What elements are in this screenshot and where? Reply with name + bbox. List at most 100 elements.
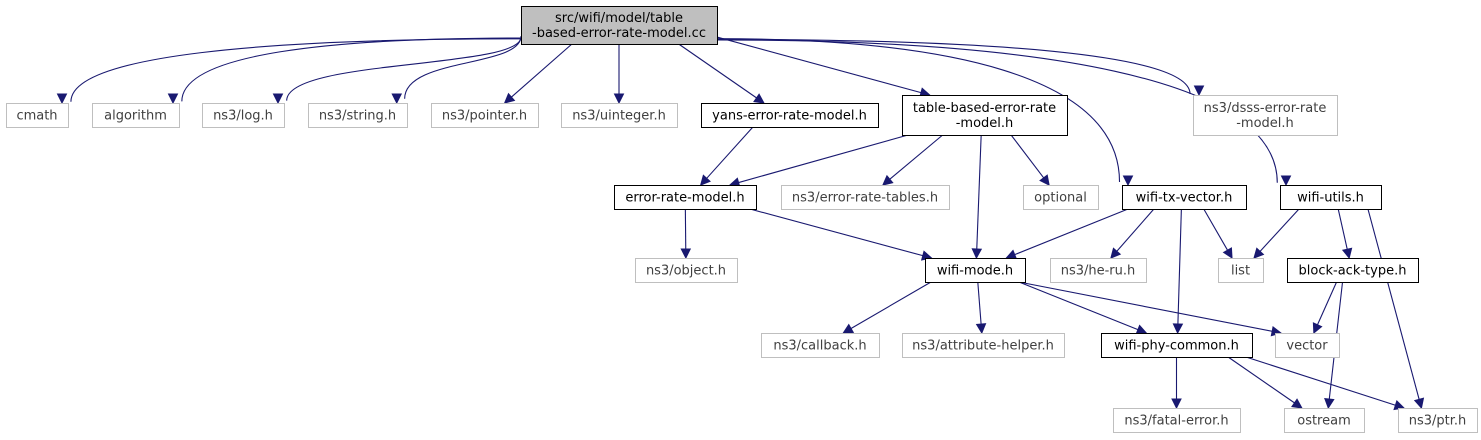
node-block-ack-type-h[interactable]: block-ack-type.h [1287, 258, 1419, 283]
node-label: -model.h [1236, 116, 1294, 131]
edge-root-to-utils [716, 39, 1278, 183]
node-ns3-pointer-h: ns3/pointer.h [431, 103, 539, 128]
node-label: ns3/uinteger.h [572, 109, 666, 124]
node-error-rate-model-h[interactable]: error-rate-model.h [614, 185, 757, 210]
node-box [1218, 258, 1264, 283]
node-label: wifi-utils.h [1297, 191, 1364, 206]
arrowhead [1312, 322, 1323, 335]
edge-root-to-pointer [511, 43, 573, 98]
node-box [1023, 185, 1099, 210]
node-label: ns3/object.h [646, 264, 726, 279]
edge-root-to-tbl [716, 36, 922, 94]
arrowhead [1039, 174, 1050, 186]
node-label: -based-error-rate-model.cc [532, 26, 706, 41]
node-label: ns3/he-ru.h [1061, 264, 1136, 279]
node-label: ns3/callback.h [773, 339, 866, 354]
node-box [1280, 185, 1382, 210]
edge-phy-to-ptr [1245, 356, 1396, 406]
node-label: table-based-error-rate [913, 101, 1056, 116]
node-box [308, 103, 408, 128]
arrowhead [391, 93, 403, 105]
node-ostream: ostream [1284, 408, 1365, 433]
node-wifi-tx-vector-h[interactable]: wifi-tx-vector.h [1122, 185, 1247, 210]
edge-root-to-algorithm [181, 37, 522, 102]
edge-mode-to-vector [1018, 281, 1273, 332]
arrowhead [699, 174, 711, 186]
arrowhead [1222, 247, 1233, 259]
node-list: list [1218, 258, 1264, 283]
node-table-based-error-rate-model-h[interactable]: table-based-error-rate-model.h [902, 95, 1068, 136]
arrowhead [503, 92, 516, 104]
arrowhead [1005, 249, 1018, 260]
edge-tbl-to-mode [976, 134, 982, 250]
node-src-wifi-model-table-based-error-rate-model-cc[interactable]: src/wifi/model/table-based-error-rate-mo… [521, 6, 718, 45]
node-ns3-uinteger-h: ns3/uinteger.h [561, 103, 678, 128]
node-ns3-callback-h: ns3/callback.h [761, 333, 880, 358]
node-box [92, 103, 180, 128]
node-box [6, 103, 69, 128]
arrowhead [1253, 247, 1265, 259]
node-ns3-log-h: ns3/log.h [202, 103, 285, 128]
edge-tbl-to-optional [1010, 134, 1045, 179]
edge-utils-to-block [1337, 208, 1348, 250]
edge-root-to-cmath [70, 38, 522, 102]
node-label: wifi-mode.h [937, 264, 1013, 279]
arrowhead [1135, 324, 1148, 335]
node-label: -model.h [956, 116, 1014, 131]
node-box [781, 185, 950, 210]
node-box [202, 103, 285, 128]
node-label: ns3/attribute-helper.h [912, 339, 1054, 354]
node-box [1193, 95, 1338, 136]
node-ns3-string-h: ns3/string.h [308, 103, 408, 128]
node-label: cmath [16, 109, 57, 124]
edge-root-to-log [286, 37, 522, 101]
node-box [1398, 408, 1478, 433]
node-label: ns3/ptr.h [1409, 414, 1467, 429]
node-label: wifi-phy-common.h [1114, 339, 1239, 354]
edge-utils-to-list [1259, 208, 1300, 252]
node-box [902, 333, 1065, 358]
arrowhead [975, 323, 987, 335]
edge-phy-to-ostream [1227, 356, 1295, 404]
edges-layer [56, 36, 1425, 411]
node-wifi-phy-common-h[interactable]: wifi-phy-common.h [1101, 333, 1253, 358]
edge-root-to-yans [678, 43, 757, 99]
node-box [521, 6, 718, 45]
arrowhead [882, 174, 894, 186]
edge-tbl-to-tables [889, 134, 944, 180]
node-ns3-error-rate-tables-h: ns3/error-rate-tables.h [781, 185, 950, 210]
node-wifi-mode-h[interactable]: wifi-mode.h [925, 258, 1026, 283]
node-label: error-rate-model.h [625, 191, 744, 206]
node-yans-error-rate-model-h[interactable]: yans-error-rate-model.h [701, 103, 879, 128]
arrowhead [1413, 397, 1425, 410]
node-box [1122, 185, 1247, 210]
node-ns3-he-ru-h: ns3/he-ru.h [1050, 258, 1147, 283]
edge-txvec-to-phy [1177, 208, 1182, 325]
edge-mode-to-attr [977, 281, 982, 325]
arrowhead [1324, 397, 1335, 410]
node-box [701, 103, 879, 128]
edge-root-to-string [404, 36, 522, 99]
edge-mode-to-phy [1018, 281, 1139, 331]
node-wifi-utils-h[interactable]: wifi-utils.h [1280, 185, 1382, 210]
node-label: ns3/log.h [213, 109, 273, 124]
node-ns3-ptr-h: ns3/ptr.h [1398, 408, 1478, 433]
node-label: ostream [1297, 414, 1351, 429]
arrowhead [167, 93, 179, 105]
node-label: algorithm [104, 109, 167, 124]
node-label: ns3/dsss-error-rate [1204, 101, 1327, 116]
node-box [902, 95, 1068, 136]
node-vector: vector [1275, 333, 1340, 358]
arrowhead [1122, 175, 1134, 187]
arrowhead [1172, 323, 1184, 335]
arrowhead [613, 93, 625, 105]
arrowhead [1193, 85, 1205, 97]
node-cmath: cmath [6, 103, 69, 128]
arrowhead [272, 93, 284, 105]
node-ns3-attribute-helper-h: ns3/attribute-helper.h [902, 333, 1065, 358]
node-algorithm: algorithm [92, 103, 180, 128]
arrowhead [56, 93, 68, 105]
node-label: ns3/fatal-error.h [1124, 414, 1228, 429]
node-optional: optional [1023, 185, 1099, 210]
